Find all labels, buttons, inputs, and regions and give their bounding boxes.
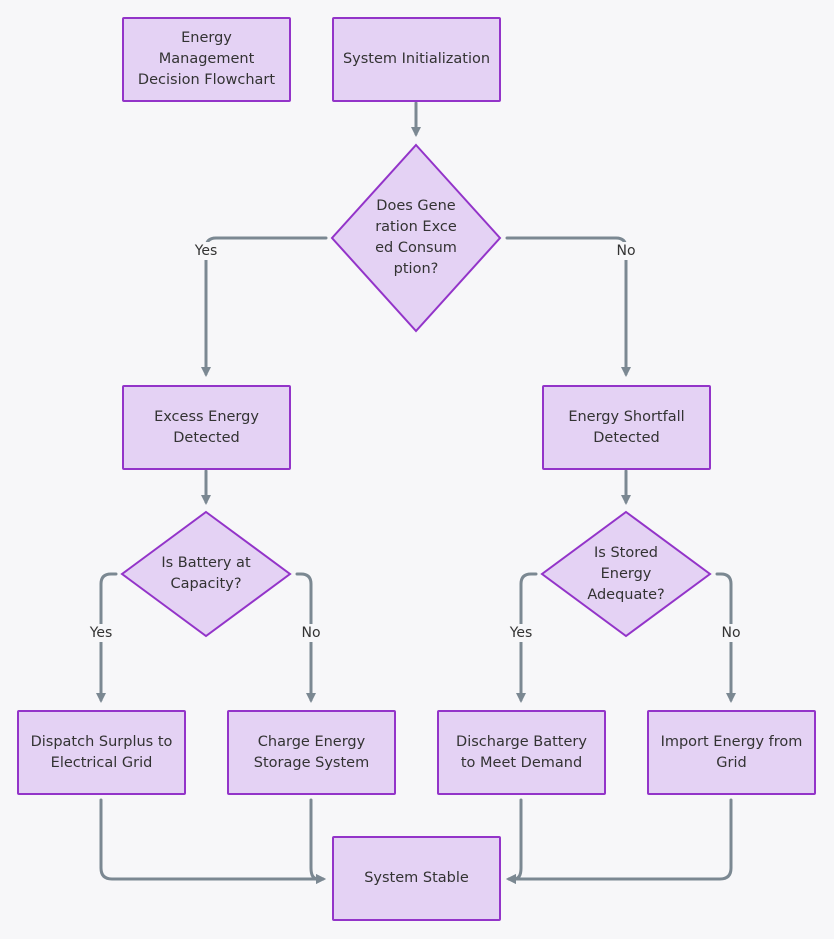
edge-label-battery-yes: Yes <box>87 624 115 642</box>
edge-battery-yes <box>96 572 118 703</box>
edge-label-main-no: No <box>614 242 638 260</box>
decision-stored-shape <box>540 510 712 638</box>
edge-label-battery-no: No <box>299 624 323 642</box>
edge-discharge-to-stable <box>506 798 523 884</box>
node-system-initialization: System Initialization <box>332 17 501 102</box>
node-system-stable: System Stable <box>332 836 501 921</box>
node-excess-energy-detected: Excess Energy Detected <box>122 385 291 470</box>
edge-import-to-stable <box>506 798 733 884</box>
node-discharge-battery: Discharge Battery to Meet Demand <box>437 710 606 795</box>
decision-main-shape <box>330 143 502 333</box>
edge-stored-yes <box>516 572 538 703</box>
decision-battery-shape <box>120 510 292 638</box>
edge-battery-no <box>295 572 316 703</box>
edge-charge-to-stable <box>309 798 326 884</box>
decision-stored-text: Is Stored Energy Adequate? <box>587 544 665 603</box>
node-charge-storage: Charge Energy Storage System <box>227 710 396 795</box>
edge-dispatch-to-stable <box>99 798 326 884</box>
edge-stored-no <box>715 572 736 703</box>
node-dispatch-surplus: Dispatch Surplus to Electrical Grid <box>17 710 186 795</box>
edge-decision-yes <box>201 236 328 377</box>
node-energy-shortfall-detected: Energy Shortfall Detected <box>542 385 711 470</box>
decision-main-text: Does Generation Exceed Consumption? <box>375 198 457 277</box>
edge-label-stored-yes: Yes <box>507 624 535 642</box>
node-import-energy: Import Energy from Grid <box>647 710 816 795</box>
edge-label-main-yes: Yes <box>192 242 220 260</box>
decision-battery-text: Is Battery at Capacity? <box>161 555 251 592</box>
diagram-title: Energy Management Decision Flowchart <box>122 17 291 102</box>
edge-decision-no <box>505 236 631 377</box>
edge-label-stored-no: No <box>719 624 743 642</box>
